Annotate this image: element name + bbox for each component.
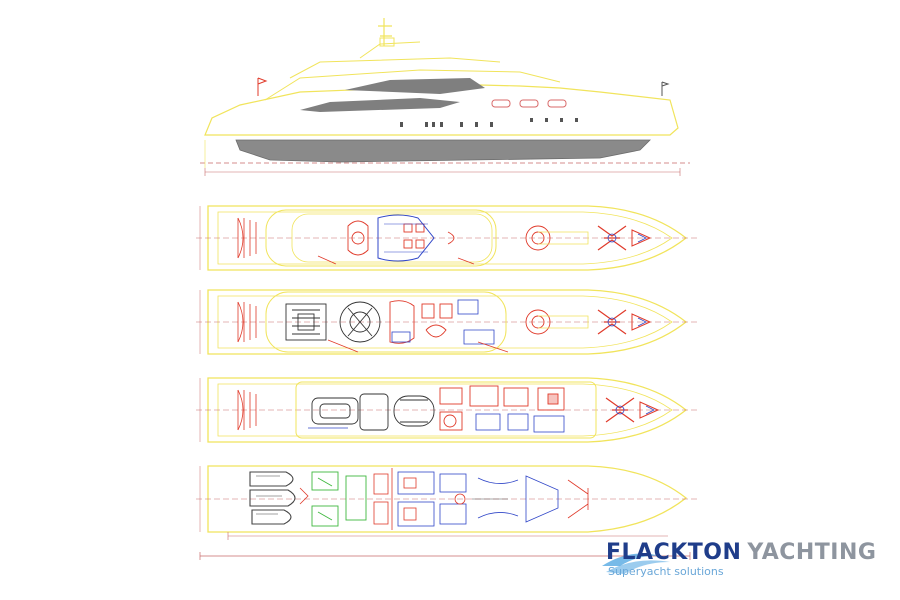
logo-word-yachting: YACHTING — [747, 540, 877, 565]
window-band-lower — [300, 98, 460, 112]
logo-word-flackton: FLACKTON — [606, 540, 742, 565]
tenders — [249, 471, 296, 525]
mast — [378, 18, 392, 46]
main-deck-plan — [195, 377, 699, 443]
wave-icon — [602, 553, 670, 574]
bridge-deck-plan — [195, 289, 699, 355]
lower-deck-plan — [196, 465, 698, 540]
hull-bottom — [235, 139, 651, 163]
profile-view — [200, 18, 690, 176]
window-band-upper — [345, 78, 485, 94]
sun-deck-plan — [195, 205, 699, 271]
logo-tagline: Superyacht solutions — [608, 565, 724, 578]
